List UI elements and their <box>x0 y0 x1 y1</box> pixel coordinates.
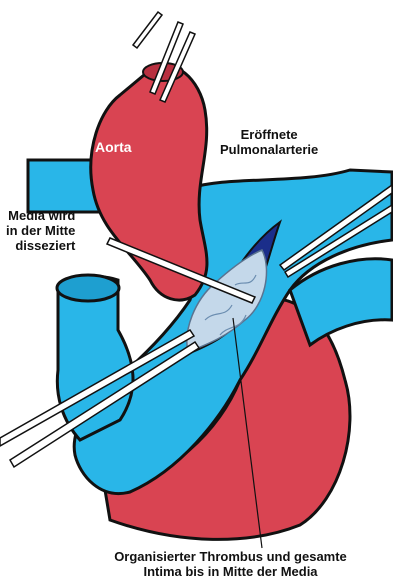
pulmonary-artery-label: Eröffnete Pulmonalarterie <box>220 127 318 157</box>
thrombus-label-line-2: Intima bis in Mitte der Media <box>98 564 363 579</box>
thrombus-label: Organisierter Thrombus und gesamte Intim… <box>98 549 363 579</box>
aorta-label: Aorta <box>95 140 132 155</box>
media-dissection-label-line-1: Media wird <box>6 208 75 223</box>
pulmonary-artery-label-line-2: Pulmonalarterie <box>220 142 318 157</box>
aorta-red <box>91 66 207 300</box>
pulmonary-artery-label-line-1: Eröffnete <box>220 127 318 142</box>
media-dissection-label: Media wird in der Mitte disseziert <box>6 208 75 253</box>
left-cylinder-opening <box>57 275 119 301</box>
media-dissection-label-line-3: disseziert <box>6 238 75 253</box>
thrombus-label-line-1: Organisierter Thrombus und gesamte <box>98 549 363 564</box>
media-dissection-label-line-2: in der Mitte <box>6 223 75 238</box>
